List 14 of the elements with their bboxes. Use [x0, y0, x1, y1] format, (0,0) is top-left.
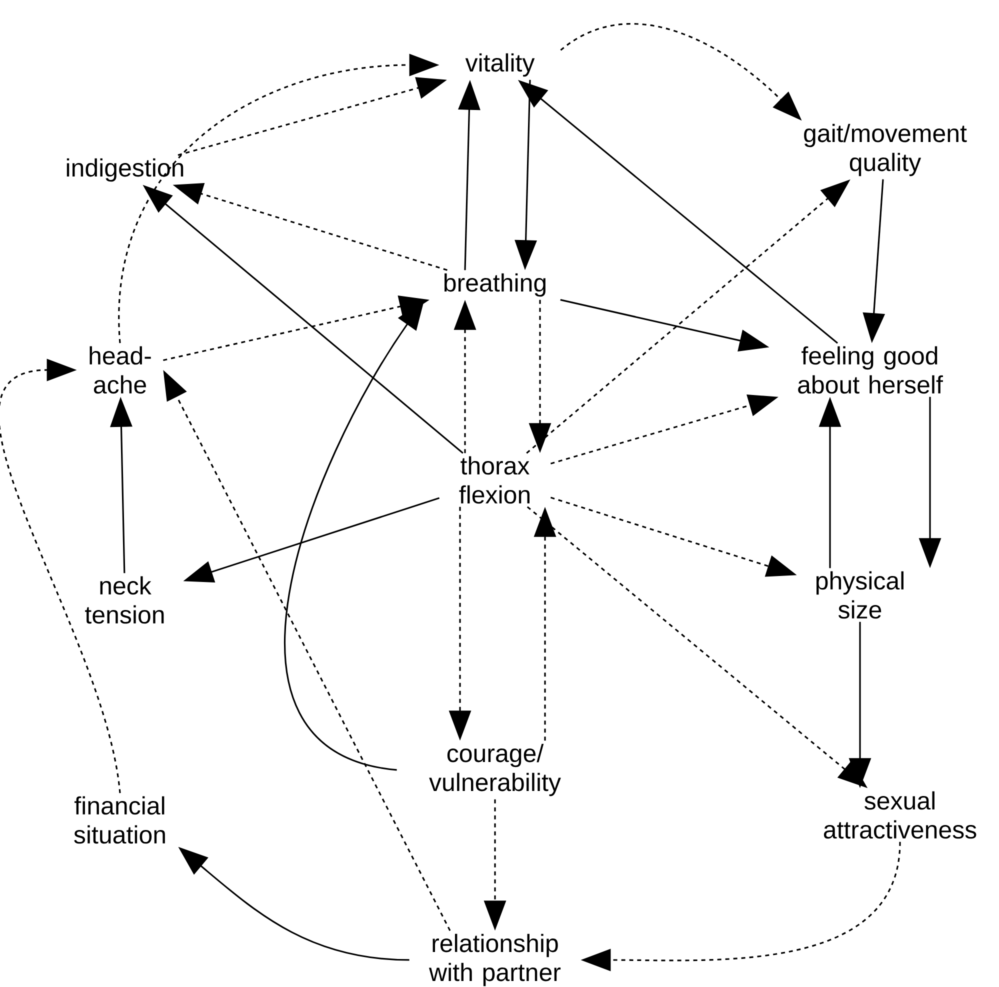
concept-label: breathing	[444, 273, 546, 297]
concept-label: indigestion	[66, 158, 184, 182]
concept-label: courage/ vulnerability	[429, 744, 561, 796]
concept-label: financial situation	[74, 796, 165, 844]
concept-label: relationship with partner	[428, 934, 561, 986]
concept-label: physical size	[816, 571, 904, 619]
concept-label: feeling good about herself	[798, 346, 943, 394]
concept-label: thorax flexion	[459, 456, 530, 504]
concept-label: vitality	[465, 53, 535, 77]
arrow	[0, 358, 121, 794]
concept-label: sexual attractiveness	[824, 791, 976, 839]
concept-label: head- ache	[90, 346, 151, 394]
concept-label: neck tension	[85, 576, 164, 624]
concept-label: gait/movement quality	[804, 124, 967, 176]
